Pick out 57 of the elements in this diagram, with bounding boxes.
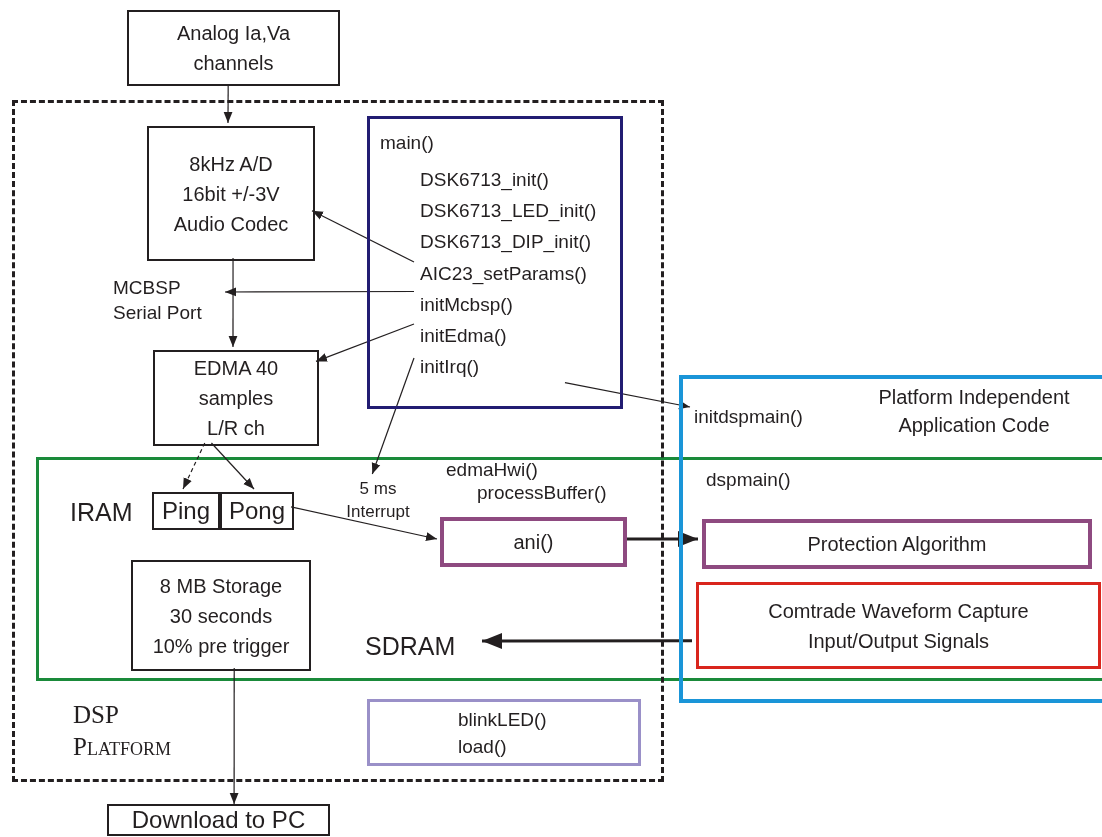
box-label: Ping [161, 496, 210, 526]
arrow [224, 287, 415, 297]
memory-label: dspmain() [706, 468, 791, 492]
arrow [210, 442, 255, 490]
function-label: edmaHwi() [446, 458, 538, 482]
arrow [182, 442, 206, 490]
platform-region [12, 100, 664, 782]
function-label: processBuffer() [477, 481, 607, 505]
box-label: ani() [513, 530, 554, 555]
arrow [371, 357, 415, 475]
box-label: Comtrade Waveform Capture Input/Output Signals [767, 598, 1030, 654]
arrow [315, 323, 415, 362]
arrow [624, 531, 698, 547]
box-label: EDMA 40 samples L/R ch [192, 356, 280, 441]
function-label: main() [380, 131, 435, 155]
arrow [311, 210, 415, 263]
interrupt-label: 5 ms Interrupt [333, 477, 423, 523]
box-label: Protection Algorithm [807, 532, 987, 557]
output-box [107, 804, 330, 836]
box-label: Analog Ia,Va channels [175, 21, 291, 76]
box-label: Platform Independent Application Code [877, 385, 1071, 438]
function-label: blinkLED() [458, 708, 547, 732]
function-box [440, 517, 627, 567]
buffer-box [152, 492, 220, 530]
box-label: Download to PC [131, 805, 306, 835]
function-label: load() [458, 735, 508, 759]
algorithm-box [702, 519, 1092, 569]
function-box [367, 699, 641, 766]
storage-box [131, 560, 311, 671]
application-region [679, 375, 1102, 703]
box-label: 8 MB Storage 30 seconds 10% pre trigger [151, 573, 291, 659]
arrow [564, 381, 691, 410]
box-label: DSP Platform [73, 700, 172, 762]
arrow [228, 257, 238, 348]
function-label: initdspmain() [694, 402, 844, 432]
arrow [482, 632, 692, 649]
capture-box [696, 582, 1101, 669]
function-label: initMcbsp() [420, 290, 570, 320]
function-label: initEdma() [420, 321, 570, 351]
arrow [229, 667, 239, 805]
memory-label: IRAM [70, 497, 133, 528]
function-label: DSK6713_init() [420, 168, 550, 193]
arrow [290, 506, 438, 541]
port-label: MCBSP Serial Port [113, 275, 228, 325]
process-box [147, 126, 315, 261]
box-label: 8kHz A/D 16bit +/-3V Audio Codec [172, 151, 290, 237]
process-box [153, 350, 319, 446]
buffer-box [220, 492, 294, 530]
input-box [127, 10, 340, 86]
arrow [223, 85, 233, 124]
function-label: DSK6713_LED_init() [420, 199, 597, 224]
code-block [367, 116, 623, 409]
function-label: DSK6713_DIP_init() [420, 230, 593, 255]
memory-label: SDRAM [365, 626, 485, 666]
function-label: AIC23_setParams() [420, 259, 620, 289]
box-label: Pong [228, 496, 286, 526]
function-label: initIrq() [420, 352, 570, 382]
